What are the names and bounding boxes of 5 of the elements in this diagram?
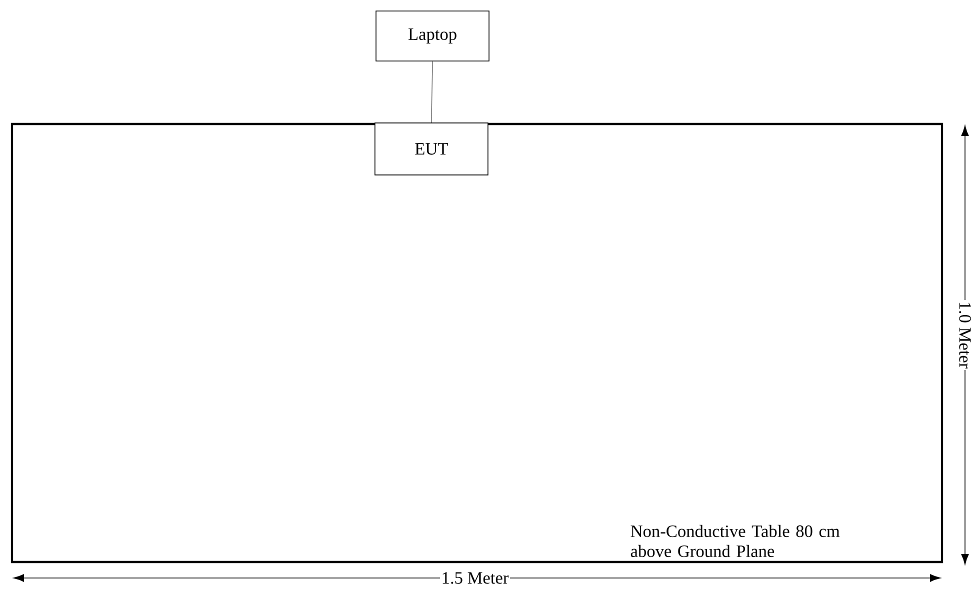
device-box: EUT <box>374 122 488 176</box>
cable-line <box>431 61 433 123</box>
dimension-label: 1.5 Meter <box>440 570 510 586</box>
device-box: Laptop <box>376 10 490 62</box>
dimension-label: 1.0 Meter <box>958 300 972 370</box>
